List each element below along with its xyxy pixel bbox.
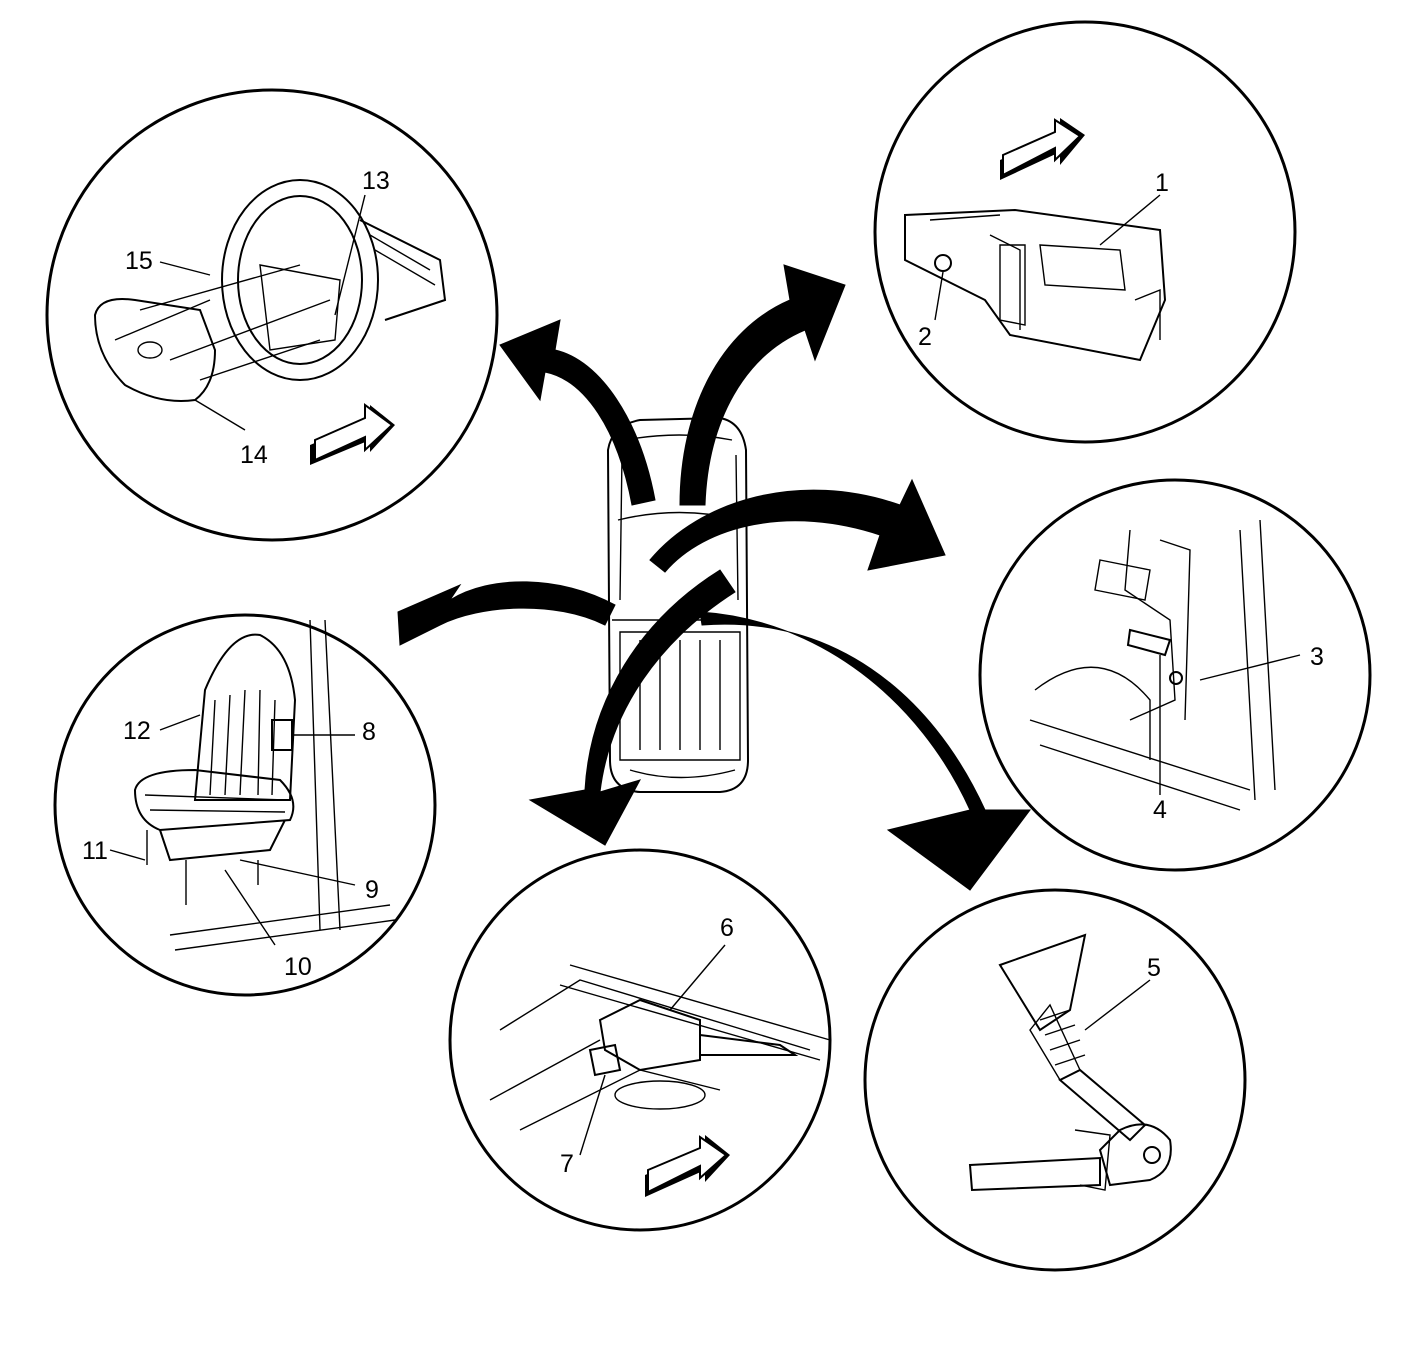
callout-13: 13 xyxy=(362,167,390,195)
callout-11: 11 xyxy=(82,837,108,865)
callout-15: 15 xyxy=(125,247,153,275)
callout-10: 10 xyxy=(284,953,312,981)
callout-1: 1 xyxy=(1155,169,1169,197)
callout-4: 4 xyxy=(1153,796,1167,824)
callout-2: 2 xyxy=(918,323,932,351)
callout-7: 7 xyxy=(560,1150,574,1178)
callout-3: 3 xyxy=(1310,643,1324,671)
sensing-module-detail xyxy=(448,848,832,1232)
callout-8: 8 xyxy=(362,718,376,746)
seat-belt-pretensioner-detail xyxy=(863,888,1247,1272)
callout-14: 14 xyxy=(240,441,268,469)
direction-arrow-icon xyxy=(397,264,1031,891)
steering-wheel-airbag-detail xyxy=(45,88,499,542)
seat-detail xyxy=(53,613,437,997)
instrument-panel-airbag-detail xyxy=(873,20,1297,444)
callout-12: 12 xyxy=(123,717,151,745)
callout-6: 6 xyxy=(720,914,734,942)
callout-9: 9 xyxy=(365,876,379,904)
side-impact-sensor-detail xyxy=(978,478,1372,872)
callout-5: 5 xyxy=(1147,954,1161,982)
